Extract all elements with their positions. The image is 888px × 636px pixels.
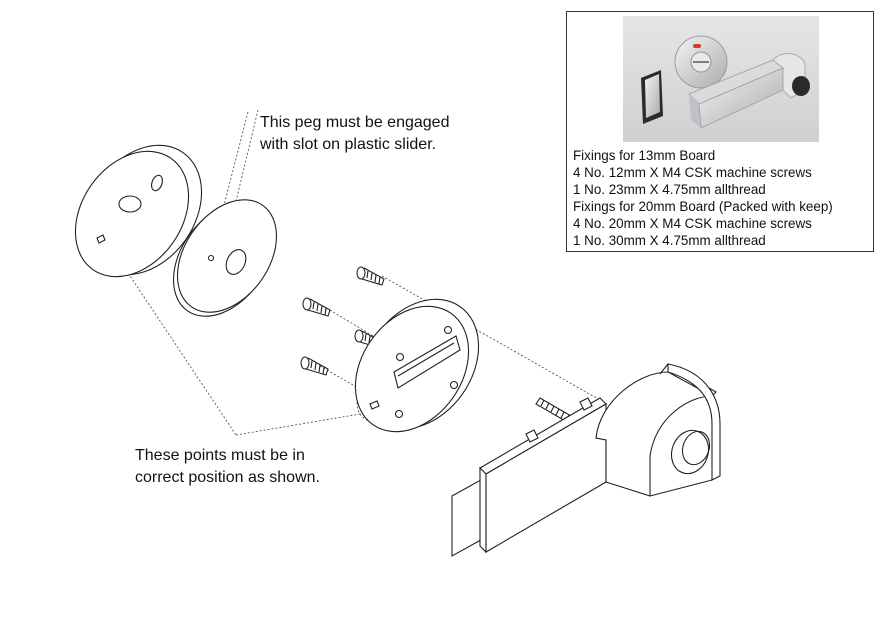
peg-callout-line-2: with slot on plastic slider. [260,136,437,153]
fixings-item: 1 No. 23mm X 4.75mm allthread [573,182,766,197]
product-photo [623,16,819,142]
fixings-panel: Fixings for 13mm Board 4 No. 12mm X M4 C… [566,11,874,252]
fixings-list: Fixings for 13mm Board 4 No. 12mm X M4 C… [573,147,833,249]
fixings-item: 4 No. 20mm X M4 CSK machine screws [573,216,812,231]
machine-screw [300,356,329,376]
fixings-item: 1 No. 30mm X 4.75mm allthread [573,233,766,248]
plastic-slider-disc [172,199,278,317]
fixings-heading-13mm: Fixings for 13mm Board [573,148,716,163]
peg-callout-line-1: This peg must be engaged [260,114,450,131]
points-callout: These points must be in correct position… [135,445,320,489]
machine-screw [356,266,385,286]
fixings-item: 4 No. 12mm X M4 CSK machine screws [573,165,812,180]
points-callout-line-1: These points must be in [135,447,305,464]
fixings-heading-20mm: Fixings for 20mm Board (Packed with keep… [573,199,833,214]
peg-callout: This peg must be engaged with slot on pl… [260,112,449,156]
machine-screw [302,297,331,317]
inner-housing [354,298,480,433]
outer-cover-plate [74,144,203,278]
points-callout-line-2: correct position as shown. [135,469,320,486]
keep-bracket [451,363,721,557]
